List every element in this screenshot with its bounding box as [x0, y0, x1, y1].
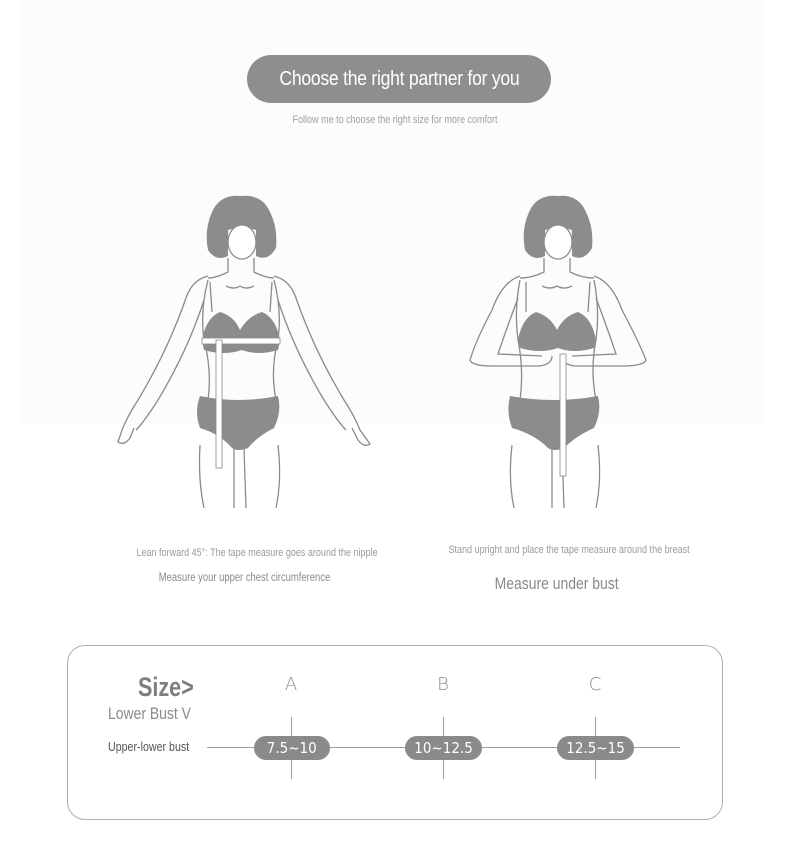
- range-badge-b: 10~12.5: [405, 736, 482, 760]
- figure-1-caption: Measure your upper chest circumference: [159, 572, 331, 584]
- page-subtitle: Follow me to choose the right size for m…: [292, 114, 498, 126]
- page-title: Choose the right partner for you: [278, 67, 520, 90]
- column-a-letter: A: [284, 674, 298, 695]
- range-badge-c: 12.5~15: [557, 736, 634, 760]
- woman-holding-tape-measure-icon: [462, 190, 658, 510]
- size-chart-subtitle: Lower Bust V: [108, 704, 191, 723]
- title-banner: Choose the right partner for you: [247, 55, 551, 103]
- figure-2-instruction: Stand upright and place the tape measure…: [448, 544, 690, 556]
- size-chart-card: [67, 645, 723, 820]
- figure-2-caption: Measure under bust: [494, 574, 619, 593]
- column-b-letter: B: [437, 674, 449, 695]
- row-label-upper-lower-bust: Upper-lower bust: [108, 739, 190, 754]
- size-chart-title: Size>: [138, 672, 194, 702]
- woman-arms-out-tape-measure-icon: [108, 190, 382, 510]
- column-c-letter: C: [588, 674, 602, 695]
- figure-1-instruction: Lean forward 45°: The tape measure goes …: [136, 547, 378, 559]
- range-badge-a: 7.5~10: [254, 736, 330, 760]
